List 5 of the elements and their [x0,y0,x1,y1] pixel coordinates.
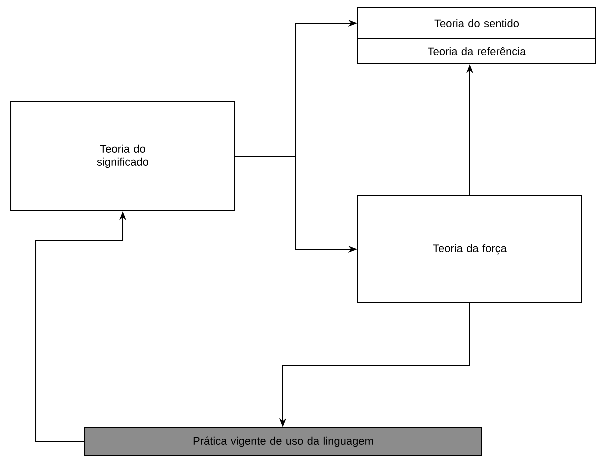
process-box: Teoria do significado [10,102,236,212]
theory-box: Teoria do sentido [358,8,596,40]
practice-box: Prática vigente de uso da linguagem [84,428,482,456]
process-box: Teoria da força [358,196,582,304]
theory-box: Teoria da referência [358,38,596,64]
